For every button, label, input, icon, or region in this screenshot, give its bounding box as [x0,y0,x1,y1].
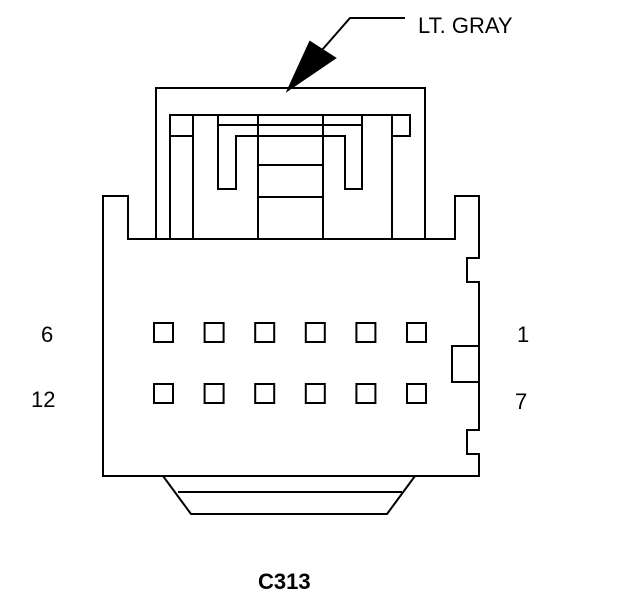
pin-cavity-12 [153,383,174,404]
pin-cavity-2 [355,322,377,343]
pin-cavity-11 [203,383,225,404]
pin-cavity-6 [153,322,174,343]
pin-cavity-5 [203,322,225,343]
latch-finger-left [192,115,259,239]
callout-arrowhead [285,40,337,93]
pin-label-12: 12 [31,387,55,412]
latch-center-block [257,135,324,240]
color-label: LT. GRAY [418,13,513,38]
pin-label-6: 6 [41,322,53,347]
latch-finger-right [322,115,393,239]
connector-body [102,195,480,477]
pin-cavity-3 [304,322,326,343]
pin-cavity-10 [254,383,276,404]
pin-cavity-9 [304,383,326,404]
side-latch [451,345,480,383]
latch-outer-frame [155,87,426,239]
pin-label-7: 7 [515,389,527,414]
pin-cavity-8 [355,383,377,404]
pin-label-1: 1 [517,322,529,347]
pin-cavity-7 [406,383,427,404]
connector-name: C313 [258,569,311,594]
callout-leader [321,17,405,51]
latch-inner-frame [169,114,411,239]
bottom-key [162,475,416,515]
pin-cavity-4 [254,322,276,343]
pin-cavity-1 [406,322,427,343]
